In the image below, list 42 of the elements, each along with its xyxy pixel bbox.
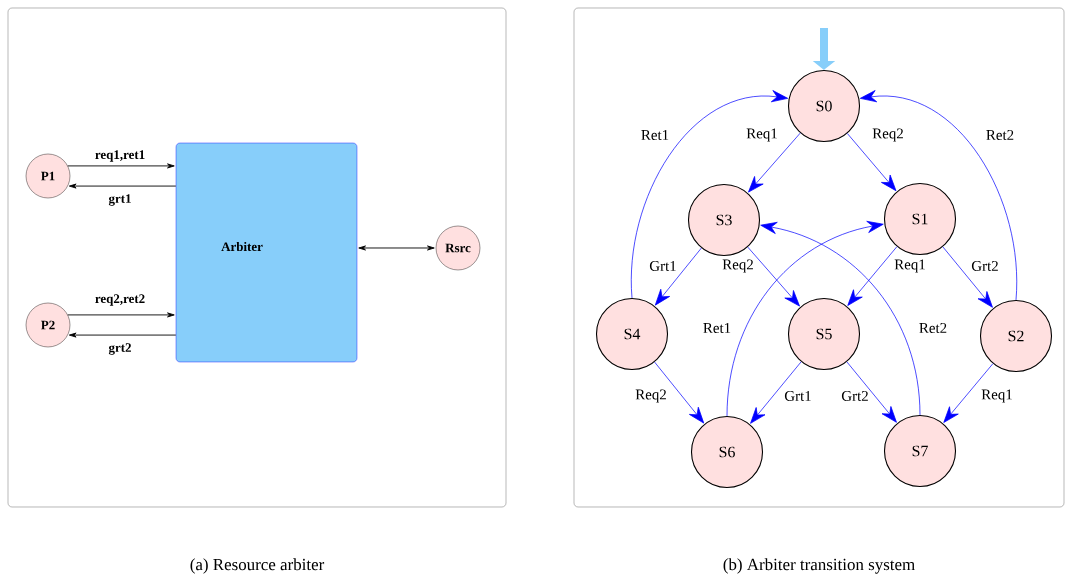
edge-label: Ret1 <box>703 323 731 333</box>
arrow <box>847 246 898 306</box>
arrow <box>726 220 884 417</box>
arrow <box>760 221 921 416</box>
edge-label: grt2 <box>108 343 131 355</box>
edge-label: Grt2 <box>971 261 998 271</box>
edge-label: req2,ret2 <box>95 294 145 306</box>
edge-label: Ret2 <box>986 130 1014 140</box>
edge-label: Req1 <box>746 128 777 142</box>
arbiter-box: Arbiter <box>175 142 358 363</box>
arrow <box>846 361 897 423</box>
arrow <box>654 361 705 424</box>
arrow <box>847 133 897 192</box>
edge-label: req1,ret1 <box>95 150 145 162</box>
arrow <box>654 247 702 306</box>
figure-caption: (b) Arbiter transition system <box>723 558 915 574</box>
arrow <box>68 183 177 189</box>
panel-frame <box>7 7 507 508</box>
edge-label: Grt2 <box>841 391 868 401</box>
edge-label: Req2 <box>722 259 753 273</box>
edge-label: grt1 <box>108 194 131 206</box>
edge-label: Grt1 <box>649 261 676 271</box>
arrow <box>631 90 789 299</box>
edge-label: Req2 <box>872 128 903 142</box>
arrow <box>358 245 435 251</box>
arrow <box>67 312 175 318</box>
arrow <box>750 361 802 424</box>
arrow <box>747 246 800 307</box>
arrow <box>943 363 994 423</box>
edge-label: Ret1 <box>641 130 669 140</box>
arrow <box>859 90 1017 301</box>
edge-label: Req2 <box>635 389 666 403</box>
arrow <box>942 246 993 308</box>
arrow <box>748 132 801 193</box>
edge-label: Ret2 <box>919 323 947 333</box>
arrow <box>68 332 177 338</box>
panel-frame <box>573 7 1065 508</box>
arrow <box>67 163 175 169</box>
edge-label: Grt1 <box>784 391 811 401</box>
edge-label: Req1 <box>981 389 1012 403</box>
edge-label: Req1 <box>894 259 925 273</box>
figure-caption: (a) Resource arbiter <box>190 558 325 574</box>
